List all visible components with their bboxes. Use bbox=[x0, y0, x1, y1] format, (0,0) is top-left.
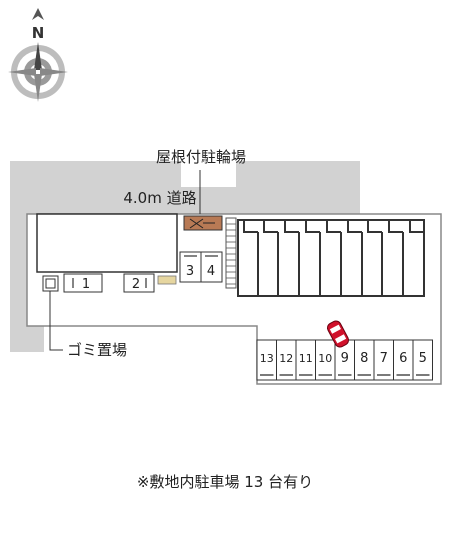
parking-space-5-box bbox=[412, 339, 433, 381]
north-label: N bbox=[32, 24, 45, 42]
parking-space-6-label: 6 bbox=[399, 351, 407, 366]
compass-rose: N bbox=[8, 8, 68, 102]
parking-count-note: ※敷地内駐車場 13 台有り bbox=[137, 473, 313, 491]
building-main bbox=[36, 213, 178, 273]
garbage-label: ゴミ置場 bbox=[67, 341, 127, 359]
parking-space-5-label: 5 bbox=[419, 351, 427, 366]
bike-shelter-symbol bbox=[189, 218, 215, 229]
parking-space-3-label: 3 bbox=[186, 264, 194, 279]
compass-needle-south bbox=[34, 74, 42, 102]
bicycle-rack-icon bbox=[157, 275, 177, 285]
parking-space-1-label: 1 bbox=[82, 277, 90, 292]
road-label: 4.0m 道路 bbox=[123, 189, 196, 207]
car-icon bbox=[326, 320, 350, 348]
unit-dividers bbox=[257, 232, 404, 296]
parking-space-8-label: 8 bbox=[360, 351, 368, 366]
compass-needle-west bbox=[8, 68, 36, 76]
road-area-right bbox=[236, 161, 360, 214]
compass-center bbox=[30, 64, 46, 80]
parking-space-2-label: 2 bbox=[132, 277, 140, 292]
stairway bbox=[225, 217, 237, 289]
stairway-steps bbox=[226, 223, 236, 285]
north-arrow-icon bbox=[32, 8, 44, 20]
unit-balconies bbox=[243, 220, 424, 233]
garbage-leader-line bbox=[49, 291, 63, 351]
compass-needle-north bbox=[34, 42, 42, 70]
parking-space-9-label: 9 bbox=[341, 351, 349, 366]
parking-space-12-label: 12 bbox=[279, 352, 293, 365]
parking-space-10-label: 10 bbox=[318, 352, 332, 365]
parking-space-11-label: 11 bbox=[299, 352, 313, 365]
garbage-bin-icon bbox=[45, 278, 56, 289]
parking-space-4-label: 4 bbox=[207, 264, 215, 279]
parking-space-13-label: 13 bbox=[260, 352, 274, 365]
bike-shelter-label: 屋根付駐輪場 bbox=[156, 148, 246, 166]
compass-needle-east bbox=[40, 68, 68, 76]
parking-space-7-label: 7 bbox=[380, 351, 388, 366]
